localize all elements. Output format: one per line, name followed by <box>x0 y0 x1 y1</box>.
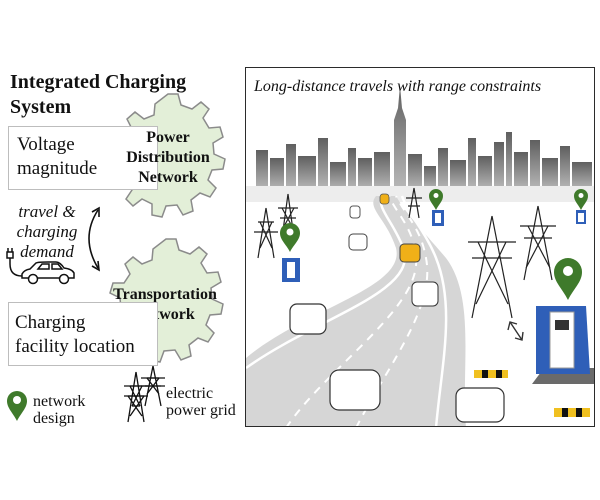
location-pin-icon <box>574 189 588 210</box>
voltage-box-line-1: Voltage <box>17 134 75 155</box>
voltage-box-line-2: magnitude <box>17 158 98 179</box>
double-arrow-icon <box>88 206 100 272</box>
demand-line-2: charging <box>16 222 78 241</box>
power-gear-line-1: Power <box>146 129 190 146</box>
legend-network-design: network design <box>33 393 85 427</box>
car-icon <box>289 193 505 423</box>
location-pin-icon <box>7 391 27 421</box>
demand-line-3: demand <box>20 242 74 261</box>
charging-box-line-1: Charging <box>15 312 86 333</box>
title-line-1: Integrated Charging <box>10 71 187 93</box>
location-pin-icon <box>280 223 300 252</box>
road-barriers <box>474 370 590 417</box>
legend-pin-line-1: network <box>33 393 86 410</box>
highway-scene: Long-distance travels with range constra… <box>245 67 595 427</box>
location-pin-icon <box>429 189 443 210</box>
double-arrow-icon <box>507 321 524 341</box>
city-skyline-icon <box>256 86 592 190</box>
legend-grid-line-2: power grid <box>166 402 236 419</box>
charging-facility-box: Charging facility location <box>8 302 158 366</box>
charging-box-line-2: facility location <box>15 336 135 357</box>
scene-illustration <box>246 86 594 426</box>
demand-line-1: travel & <box>18 202 76 221</box>
legend-pin-line-2: design <box>33 410 75 427</box>
diagram-title: Integrated Charging System <box>10 70 240 120</box>
charging-station-icon <box>282 210 586 282</box>
power-tower-icon <box>254 187 556 319</box>
power-gear-line-3: Network <box>138 169 198 186</box>
legend-grid-line-1: electric <box>166 385 214 402</box>
location-pin-icon <box>554 258 582 300</box>
voltage-magnitude-box: Voltage magnitude <box>8 126 158 190</box>
legend-power-grid: electric power grid <box>166 385 236 419</box>
scene-title: Long-distance travels with range constra… <box>254 78 542 95</box>
transport-gear-line-1: Transportation <box>113 286 217 303</box>
title-line-2: System <box>10 96 72 118</box>
power-gear-line-2: Distribution <box>126 149 210 166</box>
travel-demand-label: travel & charging demand <box>8 202 86 262</box>
car-icon <box>6 248 75 285</box>
power-tower-icon <box>141 365 165 407</box>
power-tower-icon <box>124 371 148 423</box>
charging-station-icon <box>532 306 594 384</box>
power-gear-label: Power Distribution Network <box>111 128 225 188</box>
